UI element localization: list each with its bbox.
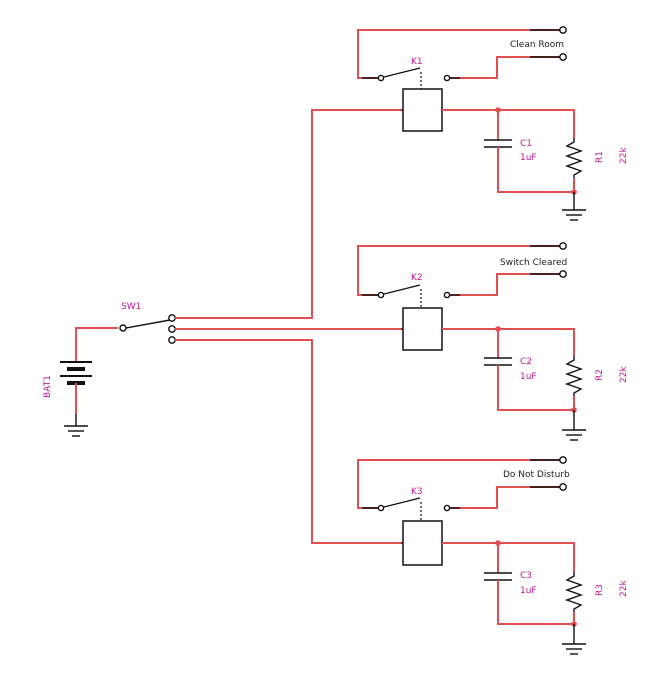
wire-k1-coil-return	[442, 109, 575, 138]
wire-c1-bottom	[497, 147, 574, 193]
wire-battery-to-switch	[75, 327, 118, 362]
relay-k3	[362, 497, 460, 566]
resistor-value-2: 22k	[619, 366, 629, 383]
output-label-1: Clean Room	[510, 40, 564, 50]
wire-k1-output	[450, 56, 560, 79]
capacitor-c3	[484, 572, 512, 581]
wire-k3-output	[450, 486, 560, 509]
wire-switch-to-k1	[175, 109, 401, 319]
ground-icon	[562, 410, 586, 441]
junction-2a	[495, 326, 501, 332]
output-terminal-2a	[559, 242, 567, 250]
junction-3a	[495, 540, 501, 546]
resistor-label-1: R1	[595, 151, 605, 163]
capacitor-c2	[484, 357, 512, 366]
ground-icon	[562, 624, 586, 655]
ground-icon	[562, 192, 586, 221]
wire-k2-coil-return	[442, 328, 575, 356]
output-terminal-2b	[559, 270, 567, 278]
junction-1a	[495, 107, 501, 113]
capacitor-value-1: 1uF	[520, 153, 537, 163]
relay-label-2: K2	[411, 273, 423, 283]
output-terminal-1a	[559, 26, 567, 34]
resistor-r1	[564, 138, 584, 178]
wire-k3-coil-return	[442, 542, 575, 572]
wire-k2-output	[450, 273, 560, 296]
resistor-value-1: 22k	[619, 147, 629, 164]
wire-switch-to-k3	[175, 339, 401, 544]
wire-k3-common	[357, 459, 560, 509]
capacitor-label-3: C3	[520, 571, 532, 581]
capacitor-c1	[484, 139, 512, 148]
wire-k1-common	[357, 29, 560, 79]
resistor-value-3: 22k	[619, 580, 629, 597]
switch-sw1	[119, 314, 176, 344]
wire-c2-bottom	[497, 365, 574, 411]
output-label-3: Do Not Disturb	[503, 470, 570, 480]
ground-icon	[64, 414, 88, 437]
resistor-label-3: R3	[595, 584, 605, 596]
battery-switch-section: BAT1 SW1	[43, 109, 401, 544]
relay-k2	[362, 284, 460, 351]
relay-k1	[362, 67, 460, 132]
resistor-label-2: R2	[595, 369, 605, 381]
resistor-r3	[564, 572, 584, 612]
output-terminal-1b	[559, 53, 567, 61]
battery-label: BAT1	[43, 375, 53, 398]
switch-label: SW1	[121, 302, 141, 312]
relay-label-3: K3	[411, 487, 423, 497]
relay-label-1: K1	[411, 57, 423, 67]
output-terminal-3a	[559, 456, 567, 464]
wire-k2-common	[357, 245, 560, 296]
battery-symbol	[60, 361, 92, 385]
output-label-2: Switch Cleared	[500, 258, 567, 268]
capacitor-value-3: 1uF	[520, 586, 537, 596]
channel-2: Switch Cleared K2 C2 1uF R2 22k	[357, 242, 629, 441]
channel-1: Clean Room K1 C1 1uF R1 22k	[357, 26, 629, 221]
resistor-r2	[564, 356, 584, 396]
capacitor-label-1: C1	[520, 139, 532, 149]
output-terminal-3b	[559, 483, 567, 491]
capacitor-label-2: C2	[520, 357, 532, 367]
wire-c3-bottom	[497, 580, 574, 625]
capacitor-value-2: 1uF	[520, 372, 537, 382]
channel-3: Do Not Disturb K3 C3 1uF R3 22k	[357, 456, 629, 655]
